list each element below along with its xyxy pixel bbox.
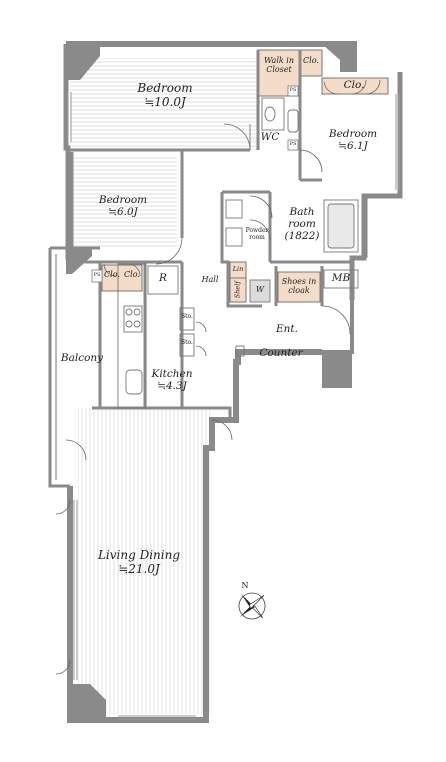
mb-box [323,269,359,289]
bedroom-2-name: Bedroom [328,128,378,140]
ps-1-label: PS [289,87,297,93]
bathtub [323,199,359,253]
storage-2-box [179,333,195,357]
bedroom-3-label: Bedroom ≒6.0J [88,194,158,218]
bedroom-3-floor [72,155,177,247]
washer-box [249,279,271,303]
kitchen-sink [125,369,143,395]
ps-2-label: PS [289,141,297,147]
clo-right-label: Clo. [124,270,140,279]
washer-label: W [255,285,265,294]
powder-basin-1 [225,199,243,219]
bath-fixtures [225,97,359,357]
clo-walkin-label: Clo. [303,56,319,65]
linen-label: Lin [232,265,244,273]
counter-label: Counter [259,347,303,359]
powder-basin-2 [225,227,243,247]
bedroom-1-floor [70,58,260,150]
doors [55,79,381,675]
living-floor [78,408,210,714]
shelf-label: Shelf [233,281,242,299]
windows [67,92,400,720]
ps-3-label: PS [93,272,101,278]
refrigerator-box [147,265,179,295]
bedroom-3-size: ≒6.0J [108,206,138,219]
refrigerator-label: R [159,272,167,284]
balcony-label: Balcony [60,352,104,364]
bathroom-label: Bath room (1822) [280,206,324,242]
ps-boxes [91,85,299,283]
walk-in-closet-label: Walk in Closet [258,56,300,74]
powder-room-line1: Powder [245,227,269,234]
storage-1-label: Sto. [181,313,193,320]
shoes-in-cloak-label: Shoes in cloak [278,277,320,295]
clo-left-label: Clo. [104,270,120,279]
shoes-closet-fill [277,271,321,303]
hall-label: Hall [201,275,219,284]
clo-bedroom3-fill [101,264,143,292]
wc-label: WC [260,131,280,143]
living-dining-size: ≒21.0J [118,561,160,576]
bathroom-line1: Bath [289,206,315,218]
storage-2-label: Sto. [181,339,193,346]
bedroom-3-name: Bedroom [98,194,148,206]
compass-north-label: N [241,581,249,590]
powder-room-label: Powder room [242,227,272,242]
entrance-label: Ent. [276,323,298,335]
kitchen-name: Kitchen [151,368,193,380]
bedroom-2-size: ≒6.1J [338,140,368,153]
toilet-box [261,97,285,131]
bathroom-line3: (1822) [284,230,320,243]
floor-hatching [70,58,260,714]
cooktop [123,305,143,333]
bathroom-line2: room [288,218,316,231]
shoes-in-cloak-line1: Shoes in [281,277,317,286]
storage-1-box [179,307,195,331]
living-dining-name: Living Dining [97,548,181,562]
counter-box [235,345,245,357]
wc-basin [287,109,299,133]
clo-bedroom2-label: Clo. [343,79,365,91]
kitchen-label: Kitchen ≒4.3J [150,368,194,392]
living-dining-label: Living Dining ≒21.0J [94,548,184,577]
walk-in-closet-line1: Walk in [264,56,294,65]
bedroom-1-size: ≒10.0J [144,94,186,109]
bedroom-1-label: Bedroom ≒10.0J [130,81,200,110]
toilet [264,106,276,122]
columns [66,44,356,720]
mb-label: MB [331,272,351,284]
shelf-fill [229,277,247,303]
compass-rose [238,592,266,620]
bedroom-2-label: Bedroom ≒6.1J [318,128,388,152]
bedroom-1-name: Bedroom [137,81,193,95]
powder-room-line2: room [249,233,265,241]
kitchen-size: ≒4.3J [157,380,187,393]
interior-walls [70,50,368,420]
shoes-in-cloak-line2: cloak [288,286,310,296]
walk-in-closet-line2: Closet [266,65,292,75]
kitchen-fixtures [117,263,195,409]
